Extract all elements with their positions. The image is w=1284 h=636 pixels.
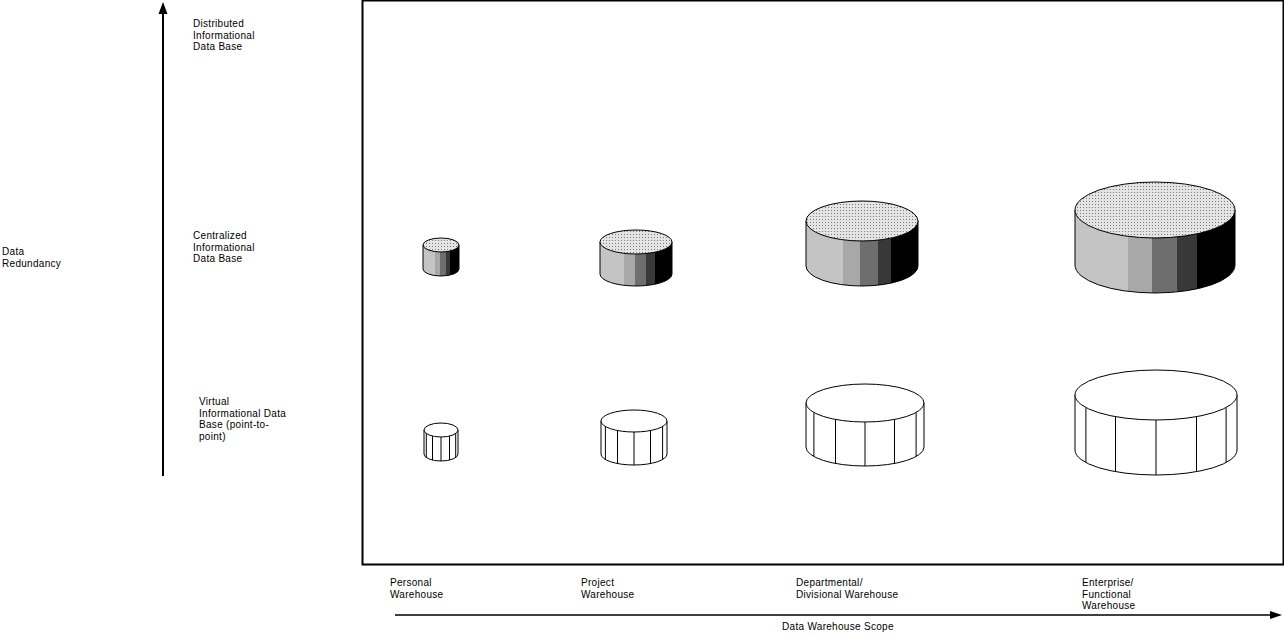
virtual-cylinders bbox=[424, 370, 1237, 475]
cylinder-top bbox=[601, 410, 667, 432]
axis-line bbox=[162, 12, 164, 476]
cylinder-top bbox=[806, 384, 924, 422]
axis-tick-label: Personal Warehouse bbox=[390, 577, 462, 600]
plot-frame bbox=[363, 1, 1284, 565]
cylinder-top bbox=[1075, 182, 1235, 238]
axis-tick-label: Distributed Informational Data Base bbox=[193, 18, 275, 53]
axis-title: Data Warehouse Scope bbox=[782, 621, 894, 633]
axis-line bbox=[395, 614, 1272, 616]
arrow-head bbox=[159, 2, 168, 14]
cylinder-top bbox=[423, 238, 459, 252]
axis-tick-label: Departmental/ Divisional Warehouse bbox=[796, 577, 904, 600]
cylinder-top bbox=[424, 423, 458, 437]
cylinder-top bbox=[806, 201, 918, 241]
arrow-head bbox=[1270, 611, 1282, 619]
axis-tick-label: Enterprise/ Functional Warehouse bbox=[1082, 577, 1164, 612]
cylinder-top bbox=[1075, 370, 1237, 420]
cylinder-top bbox=[600, 230, 672, 254]
centralized-cylinders bbox=[423, 182, 1235, 293]
axis-title: Data Redundancy bbox=[2, 246, 77, 269]
cylinder-rib bbox=[426, 434, 455, 462]
axis-tick-label: Project Warehouse bbox=[581, 577, 653, 600]
axis-tick-label: Virtual Informational Data Base (point-t… bbox=[199, 396, 289, 442]
axis-tick-label: Centralized Informational Data Base bbox=[193, 230, 275, 265]
